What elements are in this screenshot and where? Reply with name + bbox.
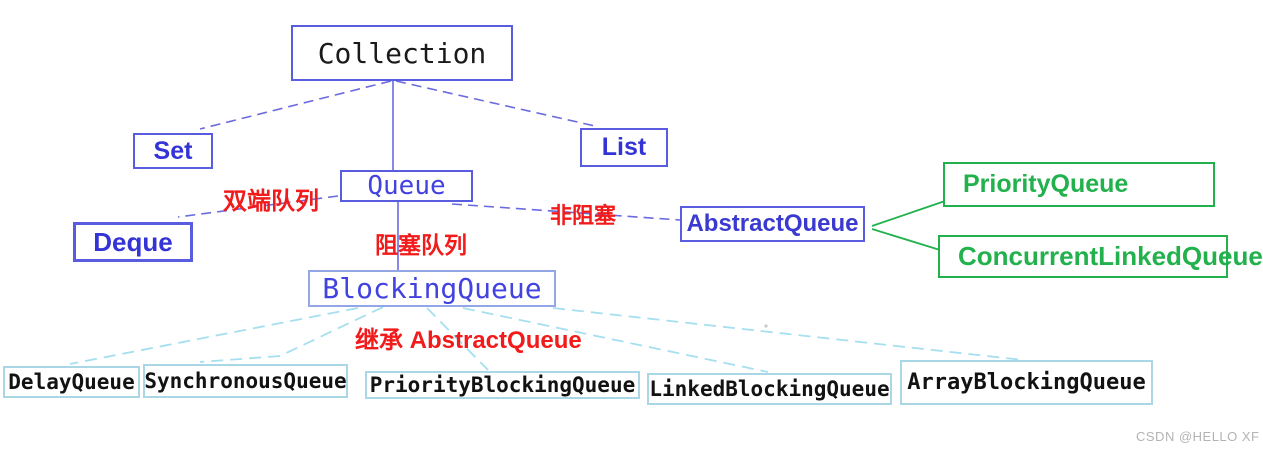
node-priorityblockingqueue-label: PriorityBlockingQueue [369,373,636,397]
stray-dot [764,324,768,328]
node-set: Set [133,133,213,169]
node-abstractqueue: AbstractQueue [680,206,865,242]
edge-label-blocking: 阻塞队列 [375,226,467,260]
node-deque-label: Deque [93,226,173,257]
node-priorityqueue: PriorityQueue [943,162,1215,207]
connector-blockingqueue-synchronousqueue [199,306,384,363]
edge-label-inherit-text: 继承 AbstractQueue [355,327,582,354]
node-linkedblockingqueue-label: LinkedBlockingQueue [649,377,890,401]
node-list: List [580,128,668,167]
node-blockingqueue-label: BlockingQueue [322,272,542,305]
edge-label-blocking-text: 阻塞队列 [375,232,467,258]
connector-collection-set [199,80,392,130]
connector-abstractqueue-priorityqueue [871,200,946,227]
node-collection-label: Collection [317,36,487,70]
node-concurrentlinkedqueue: ConcurrentLinkedQueue [938,235,1263,278]
connector-queue-deque [177,195,339,218]
connector-blockingqueue-delayqueue [69,307,359,365]
node-deque: Deque [73,222,193,262]
node-priorityblockingqueue: PriorityBlockingQueue [365,371,640,399]
connector-queue-abstractqueue [451,203,681,221]
node-arrayblockingqueue-label: ArrayBlockingQueue [907,370,1146,395]
node-linkedblockingqueue: LinkedBlockingQueue [647,373,892,405]
node-synchronousqueue: SynchronousQueue [143,364,348,398]
node-delayqueue-label: DelayQueue [8,370,135,394]
edge-label-deque: 双端队列 [223,181,319,216]
node-collection: Collection [291,25,513,81]
connector-abstractqueue-concurrentlinkedqueue [871,228,941,251]
node-abstractqueue-label: AbstractQueue [686,210,859,237]
node-arrayblockingqueue: ArrayBlockingQueue [900,360,1153,405]
node-list-label: List [601,133,647,161]
edge-label-deque-text: 双端队列 [223,188,319,215]
edge-label-inherit: 继承 AbstractQueue [355,320,582,355]
connector-blockingqueue-arrayblockingqueue [552,307,1024,361]
connector-blockingqueue-priorityblockingqueue [426,307,489,371]
node-set-label: Set [153,136,193,165]
connector-collection-list [395,80,596,127]
node-queue: Queue [340,170,473,202]
node-queue-label: Queue [367,171,446,201]
node-synchronousqueue-label: SynchronousQueue [144,369,347,393]
node-delayqueue: DelayQueue [3,366,140,398]
node-priorityqueue-label: PriorityQueue [963,170,1129,198]
node-concurrentlinkedqueue-label: ConcurrentLinkedQueue [958,241,1263,271]
edge-label-non-blocking-text: 非阻塞 [550,203,617,228]
watermark: CSDN @HELLO XF [1136,429,1260,444]
edge-label-non-blocking: 非阻塞 [550,198,616,230]
connector-blockingqueue-linkedblockingqueue [462,307,769,373]
watermark-text: CSDN @HELLO XF [1136,429,1260,444]
node-blockingqueue: BlockingQueue [308,270,556,307]
